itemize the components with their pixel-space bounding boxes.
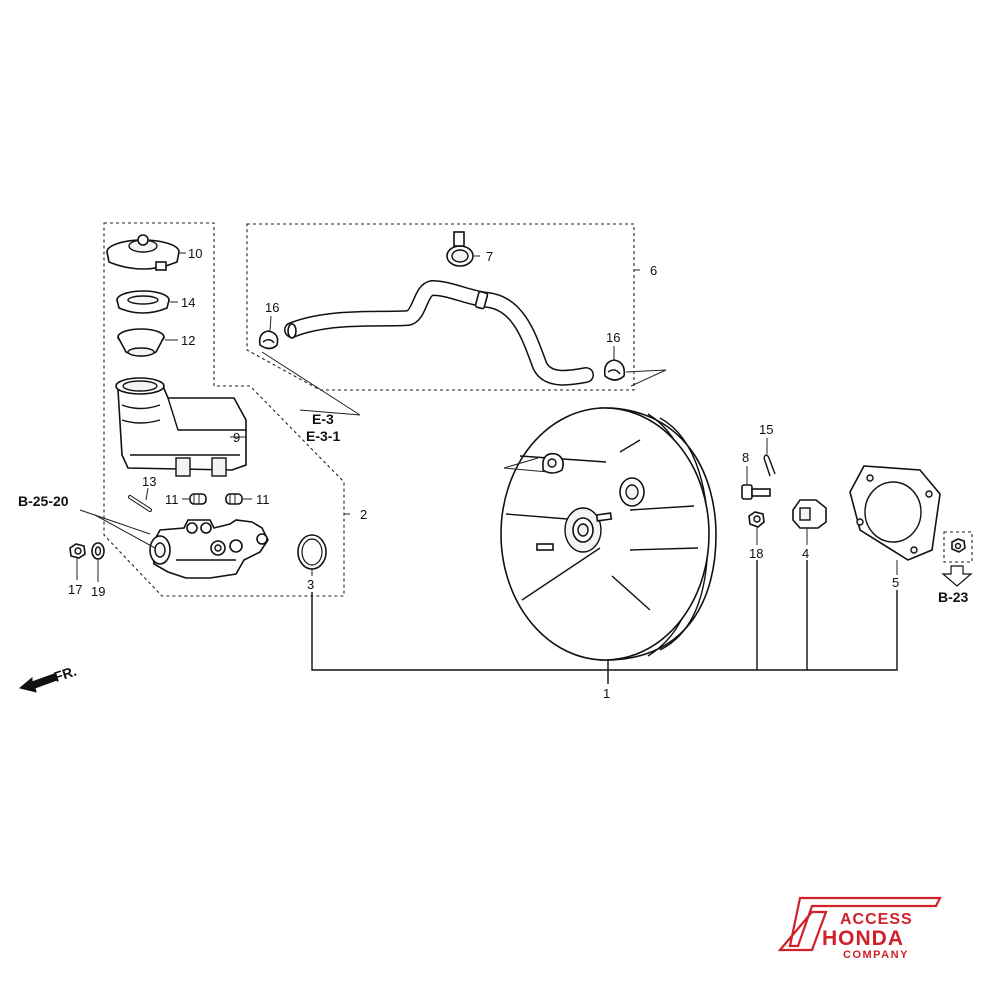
bolt-part-8[interactable] [741,484,771,500]
callout-12[interactable]: 12 [181,333,195,348]
retaining-pin-part-15[interactable] [763,454,776,477]
ref-label-e3[interactable]: E-3 [312,411,334,427]
logo-line-3: COMPANY [843,949,909,961]
callout-13[interactable]: 13 [142,474,156,489]
o-ring-part-3[interactable] [297,534,327,570]
front-direction-arrow-icon [18,673,58,693]
clip-part-16a[interactable] [258,330,279,350]
callout-1[interactable]: 1 [603,686,610,701]
access-honda-logo: ACCESS HONDA COMPANY [777,896,942,961]
hose-clamp-part-7[interactable] [446,231,474,267]
callout-18[interactable]: 18 [749,546,763,561]
logo-line-1: ACCESS [840,911,913,928]
callout-14[interactable]: 14 [181,295,195,310]
callout-8[interactable]: 8 [742,450,749,465]
front-direction-label: FR. [52,663,78,685]
callout-leader-1 [311,590,898,671]
pin-part-13[interactable] [128,495,152,512]
diaphragm-part-14[interactable] [116,290,170,314]
ref-leader-b2520 [79,509,151,535]
nut-part-18[interactable] [748,511,765,528]
callout-4[interactable]: 4 [802,546,809,561]
gasket-part-5[interactable] [849,465,941,561]
clevis-part-4[interactable] [792,499,827,529]
washer-part-19[interactable] [91,542,105,560]
callout-7[interactable]: 7 [486,249,493,264]
callout-6[interactable]: 6 [650,263,657,278]
callout-5[interactable]: 5 [892,575,899,590]
callout-2[interactable]: 2 [360,507,367,522]
logo-line-2: HONDA [822,927,904,950]
check-valve-ref-box [943,531,973,563]
reservoir-tank-part-9[interactable] [115,377,247,477]
vacuum-hose-group-box [246,223,635,391]
grommet-part-11a[interactable] [189,493,207,505]
check-valve-ref-icon [951,538,966,553]
callout-10[interactable]: 10 [188,246,202,261]
clip-part-16b[interactable] [603,359,626,381]
brake-booster-part-1[interactable] [500,407,717,661]
callout-16b[interactable]: 16 [606,330,620,345]
ref-label-b2520[interactable]: B-25-20 [18,493,69,509]
vacuum-hose-part-6[interactable] [284,279,594,386]
strainer-part-12[interactable] [117,328,165,357]
callout-3[interactable]: 3 [307,577,314,592]
nut-part-17[interactable] [69,543,86,559]
callout-15[interactable]: 15 [759,422,773,437]
callout-11a[interactable]: 11 [165,492,179,507]
ref-label-e31[interactable]: E-3-1 [306,428,340,444]
ref-arrow-b23 [941,565,973,587]
callout-11b[interactable]: 11 [256,492,270,507]
callout-9[interactable]: 9 [233,430,240,445]
reservoir-cap-part-10[interactable] [106,234,180,271]
callout-19[interactable]: 19 [91,584,105,599]
callout-16a[interactable]: 16 [265,300,279,315]
callout-17[interactable]: 17 [68,582,82,597]
master-cylinder-part-2[interactable] [149,519,269,579]
grommet-part-11b[interactable] [225,493,243,505]
ref-label-b23[interactable]: B-23 [938,589,969,605]
master-cylinder-group-box [103,222,345,597]
